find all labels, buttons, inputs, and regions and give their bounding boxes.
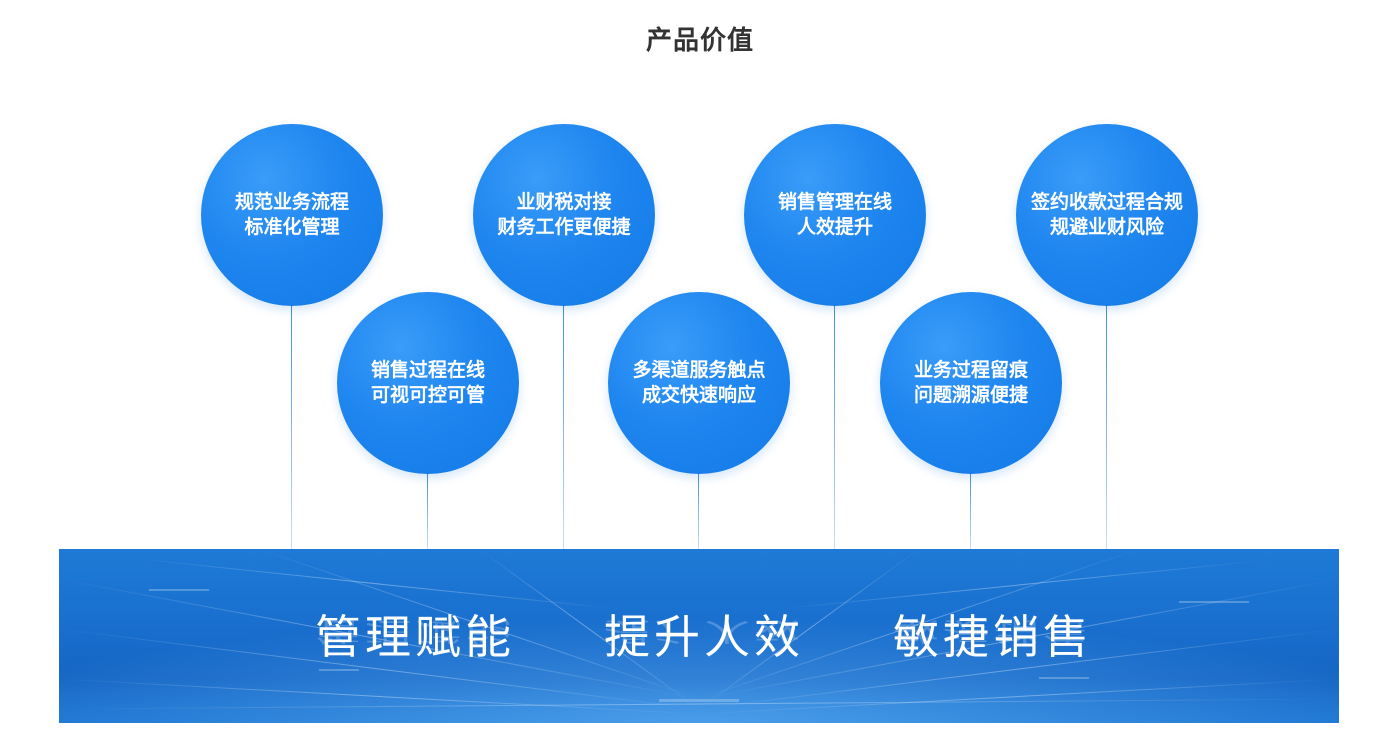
bubble-line-2: 财务工作更便捷 [497, 216, 631, 238]
bubble-stem-5 [834, 305, 835, 549]
value-bubble-compliance: 签约收款过程合规 规避业财风险 [1016, 124, 1198, 306]
bubble-stem-3 [563, 305, 564, 549]
value-bubble-finance-tax: 业财税对接 财务工作更便捷 [473, 124, 655, 306]
bubble-stem-2 [427, 473, 428, 549]
bubble-line-2: 人效提升 [796, 216, 873, 238]
slogan-management: 管理赋能 [315, 610, 515, 664]
value-banner: 管理赋能 管理赋能 提升人效 提升人效 敏捷销售 敏捷销售 [59, 549, 1339, 723]
bubble-line-1: 多渠道服务触点 [632, 359, 766, 381]
value-bubble-sales-process: 销售过程在线 可视可控可管 [337, 292, 519, 474]
slogan-agile-sales-reflection: 敏捷销售 [893, 616, 1093, 647]
slogan-agile-sales: 敏捷销售 [893, 610, 1093, 664]
value-bubble-traceability: 业务过程留痕 问题溯源便捷 [880, 292, 1062, 474]
bubble-line-1: 销售管理在线 [777, 191, 892, 213]
bubble-line-1: 签约收款过程合规 [1030, 191, 1183, 213]
bubble-line-2: 问题溯源便捷 [913, 384, 1028, 406]
slogan-management-reflection: 管理赋能 [315, 616, 515, 647]
bubble-line-2: 规避业财风险 [1049, 216, 1164, 238]
banner-light-streaks [59, 549, 1339, 723]
bubble-line-1: 销售过程在线 [370, 359, 485, 381]
bubble-line-2: 可视可控可管 [370, 384, 485, 406]
slogan-efficiency-reflection: 提升人效 [604, 616, 804, 647]
bubble-stem-6 [970, 473, 971, 549]
bubble-line-2: 成交快速响应 [641, 384, 756, 406]
bubble-line-1: 业务过程留痕 [913, 359, 1028, 381]
bubble-stem-7 [1106, 305, 1107, 549]
slogan-efficiency: 提升人效 [604, 610, 804, 664]
bubble-line-1: 业财税对接 [516, 191, 612, 213]
bubble-stem-1 [291, 305, 292, 549]
bubble-line-2: 标准化管理 [244, 216, 340, 238]
value-bubble-standardize: 规范业务流程 标准化管理 [201, 124, 383, 306]
value-bubble-sales-management: 销售管理在线 人效提升 [744, 124, 926, 306]
bubble-stem-4 [698, 473, 699, 549]
bubble-line-1: 规范业务流程 [234, 191, 349, 213]
value-bubble-multichannel: 多渠道服务触点 成交快速响应 [608, 292, 790, 474]
page-title: 产品价值 [645, 26, 754, 56]
